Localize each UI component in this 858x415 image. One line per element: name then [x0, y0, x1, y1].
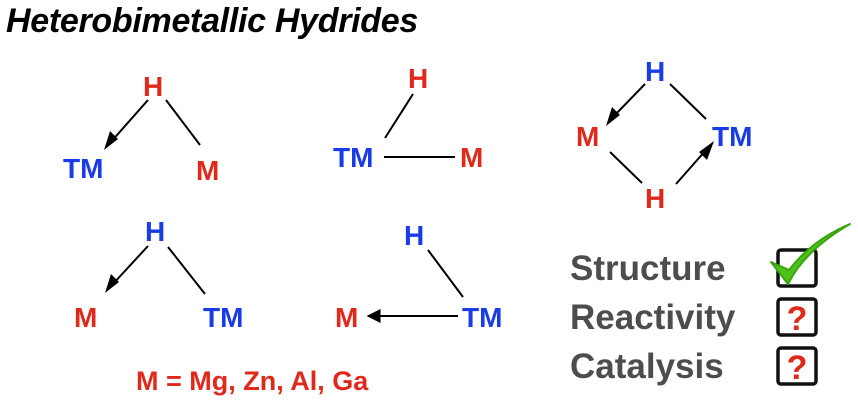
bond-h2-tm-dative	[675, 149, 707, 185]
bond-h-tm-dative	[109, 99, 149, 144]
checkbox-catalysis	[776, 346, 818, 386]
bond-m-h2	[609, 151, 643, 184]
checklist-label-reactivity: Reactivity	[570, 298, 736, 337]
dative-arrowhead	[105, 274, 119, 293]
bond-h-tm	[167, 246, 206, 295]
dative-arrowhead	[699, 141, 714, 160]
dative-arrowhead	[104, 131, 118, 150]
bond-h1-tm	[669, 83, 707, 120]
checkbox-reactivity	[776, 297, 818, 337]
structure-5: H M TM	[335, 220, 502, 333]
atom-tm: TM	[462, 302, 502, 333]
bond-tm-h	[384, 93, 414, 139]
atom-h: H	[404, 220, 424, 251]
question-mark-icon: ?	[787, 300, 808, 338]
atom-m: M	[196, 155, 219, 186]
bond-h-m-dative	[111, 245, 149, 286]
atom-m: M	[335, 302, 358, 333]
page-title: Heterobimetallic Hydrides	[6, 2, 418, 40]
atom-tm: TM	[333, 142, 373, 173]
atom-m: M	[576, 121, 599, 152]
bond-h-tm	[427, 249, 464, 298]
atom-h: H	[645, 56, 665, 87]
atom-m: M	[74, 302, 97, 333]
atom-tm: TM	[712, 121, 752, 152]
atom-tm: TM	[203, 302, 243, 333]
atom-h: H	[143, 71, 163, 102]
structure-1: H TM M	[63, 71, 219, 186]
bond-h1-m-dative	[613, 83, 646, 117]
checklist-label-catalysis: Catalysis	[570, 347, 724, 386]
checklist-boxes: ? ?	[770, 223, 851, 387]
checkmark-icon	[770, 223, 851, 285]
checklist-label-structure: Structure	[570, 249, 726, 288]
structure-4: H M TM	[74, 216, 243, 333]
atom-m: M	[460, 142, 483, 173]
bond-h-m	[165, 99, 201, 146]
atom-h: H	[145, 216, 165, 247]
metal-legend: M = Mg, Zn, Al, Ga	[136, 366, 369, 396]
question-mark-icon: ?	[787, 349, 808, 387]
atom-h: H	[645, 183, 665, 214]
structure-2: H TM M	[333, 63, 483, 173]
structure-3: H M TM H	[576, 56, 752, 214]
atom-h: H	[408, 63, 428, 94]
dative-arrowhead	[606, 107, 620, 126]
atom-tm: TM	[63, 153, 103, 184]
